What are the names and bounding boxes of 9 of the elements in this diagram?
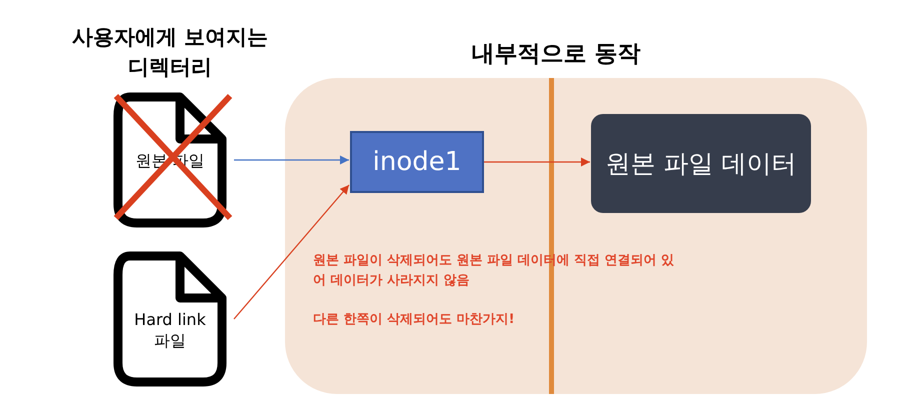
directory-heading: 사용자에게 보여지는 디렉터리 <box>70 24 270 81</box>
note-text: 다른 한쪽이 삭제되어도 마찬가지! <box>313 311 516 328</box>
arrow <box>234 184 350 320</box>
data-box: 원본 파일 데이터 <box>591 114 811 213</box>
file-name: Hard link 파일 <box>133 309 207 351</box>
arrow <box>484 158 590 166</box>
inode-box: inode1 <box>350 131 484 193</box>
arrow <box>234 156 349 164</box>
section-heading: 내부적으로 동작 <box>470 40 642 69</box>
